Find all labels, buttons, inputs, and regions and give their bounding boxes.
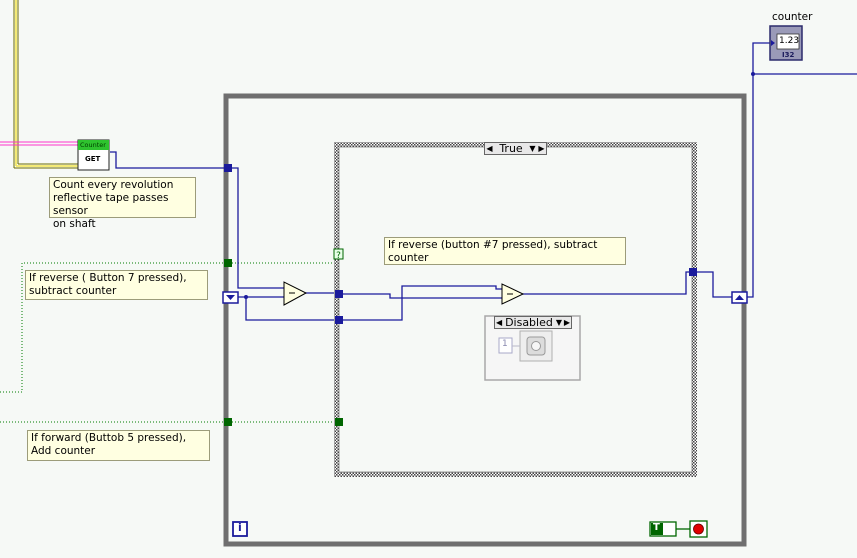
true-constant-label: T [653,522,660,533]
tunnel-bool-reverse[interactable] [224,259,232,267]
counter-indicator-label: counter [772,11,813,23]
shift-register-right[interactable] [731,291,748,304]
comment-count-revolution: Count every revolution reflective tape p… [49,177,196,230]
int-wire-case-to-inner[interactable] [343,293,502,299]
iteration-terminal[interactable] [232,521,248,537]
while-loop-frame[interactable] [223,93,747,547]
case-tunnel-1[interactable] [335,290,343,298]
decrement-arrow-icon[interactable]: ◀ [486,144,493,153]
counter-vi-title: Counter [80,141,106,149]
int-wire-shift-to-case[interactable] [245,297,334,321]
comment-reverse-outer: If reverse ( Button 7 pressed), subtract… [25,270,208,300]
shift-register-left[interactable] [222,291,239,304]
svg-text:?: ? [336,251,341,261]
case-tunnel-2[interactable] [335,316,343,324]
decrement-arrow-icon[interactable]: ◀ [495,318,503,327]
bool-wire-reverse-inner[interactable] [232,256,339,264]
subtract-node[interactable] [283,281,308,306]
comment-forward: If forward (Buttob 5 pressed), Add count… [27,430,210,461]
disabled-constant-value: 1 [502,339,508,349]
case-selector-terminal[interactable]: ? [333,248,344,261]
counter-indicator-value: 1.23 [779,36,800,46]
increment-arrow-icon[interactable]: ▶ [538,144,545,153]
wire-junction [244,295,248,299]
wait-ms-node[interactable] [519,330,553,362]
int-wire-case-out[interactable] [697,271,734,298]
tunnel-bool-forward[interactable] [224,418,232,426]
int-wire-to-indicator[interactable] [744,73,857,298]
disable-selector-label: Disabled [505,316,553,329]
case-selector-label: True [499,142,523,155]
counter-indicator-terminal[interactable] [769,25,803,61]
int-wire-indicator-branch[interactable] [752,42,770,74]
tunnel-get-in[interactable] [224,164,232,172]
stop-terminal[interactable] [689,520,708,538]
subtract-node-inner[interactable] [501,283,525,305]
case-structure-frame[interactable] [334,142,697,477]
case-tunnel-out[interactable] [689,268,697,276]
comment-reverse-inner: If reverse (button #7 pressed), subtract… [384,237,626,265]
cluster-wire[interactable] [13,0,78,169]
refnum-wire[interactable] [0,141,78,146]
case-tunnel-bool[interactable] [335,418,343,426]
disable-structure-selector[interactable]: ◀ Disabled ▼ ▶ [494,316,572,329]
wire-junction [751,72,755,76]
chevron-down-icon[interactable]: ▼ [529,144,536,153]
increment-arrow-icon[interactable]: ▶ [563,318,571,327]
case-selector[interactable]: ◀ True ▼ ▶ [484,142,547,155]
int-wire-case-to-inner-2[interactable] [343,285,502,321]
counter-vi-op: GET [85,155,101,163]
counter-indicator-repr: I32 [782,51,795,59]
int-wire-to-subtract[interactable] [232,167,285,289]
iteration-terminal-label: i [238,521,242,534]
chevron-down-icon[interactable]: ▼ [555,318,562,327]
counter-get-vi[interactable] [77,139,110,171]
int-wire-get-output[interactable] [110,151,228,169]
true-constant[interactable] [649,521,677,537]
